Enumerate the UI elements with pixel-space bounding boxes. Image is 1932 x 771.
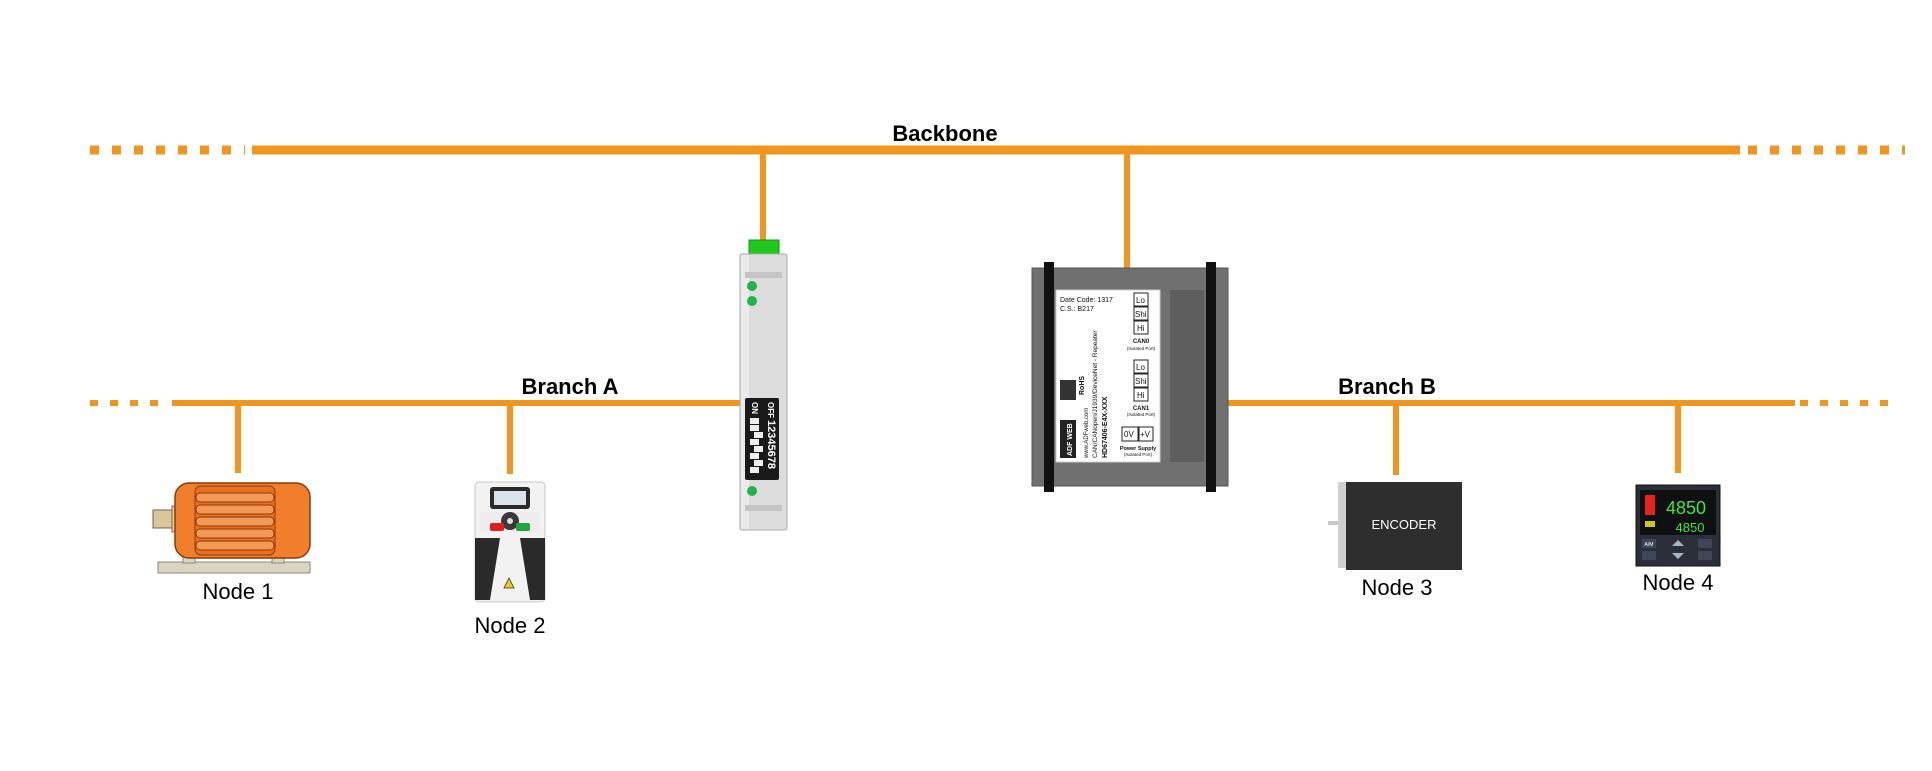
can1-label: CAN1 [1133,406,1150,412]
branch-b-label: Branch B [1338,374,1436,399]
power-plus-v: +V [1140,430,1151,439]
repeater-rohs: RoHS [1079,376,1086,395]
repeater-model: HD67406-E4X-XXX [1102,396,1109,458]
power-0v: 0V [1124,430,1134,439]
repeater-date-code: Date Code: 1317 [1060,297,1113,304]
can1-lo: Lo [1136,363,1145,372]
drive-icon [474,481,546,603]
can0-isolated: (Isolated Port) [1127,346,1156,351]
controller-sv: 4850 [1676,520,1705,535]
repeater-cs: C.S.: B217 [1060,306,1094,313]
repeater-device: Date Code: 1317 C.S.: B217 HD67406-E4X-X… [1031,262,1229,492]
power-label: Power Supply [1120,446,1157,452]
dip-on-label: ON [750,402,759,414]
dip-off-label: OFF [766,402,775,418]
can0-shi: Shi [1135,310,1147,319]
node-1-label: Node 1 [203,579,274,604]
drop-lines [235,154,1681,475]
encoder-text: ENCODER [1371,517,1436,532]
can1-shi: Shi [1135,377,1147,386]
backbone-label: Backbone [892,121,997,146]
encoder-icon: ENCODER [1328,482,1462,570]
can1-hi: Hi [1137,391,1145,400]
din-led-3 [747,486,757,496]
motor-icon [152,482,311,574]
dip-numbers: 12345678 [765,420,777,469]
repeater-website: www.ADFweb.com [1084,408,1090,459]
can0-hi: Hi [1137,324,1145,333]
power-isolated: (Isolated Port) [1124,452,1153,457]
controller-pv: 4850 [1666,498,1706,518]
node-3-label: Node 3 [1362,575,1433,600]
din-module: OFF ON 12345678 [739,239,788,531]
branch-a-label: Branch A [522,374,619,399]
controller-icon: 4850 4850 A/M [1635,484,1721,567]
can0-lo: Lo [1136,296,1145,305]
node-4-label: Node 4 [1643,570,1714,595]
node-2-label: Node 2 [475,613,546,638]
din-led-1 [747,281,757,291]
can1-isolated: (Isolated Port) [1127,412,1156,417]
din-led-2 [747,296,757,306]
repeater-brand: ADF WEB [1067,423,1074,456]
can0-label: CAN0 [1133,339,1150,345]
repeater-product-line: CAN/CANopen/J1939/DeviceNet - Repeater [1092,330,1099,458]
controller-am: A/M [1645,542,1654,548]
